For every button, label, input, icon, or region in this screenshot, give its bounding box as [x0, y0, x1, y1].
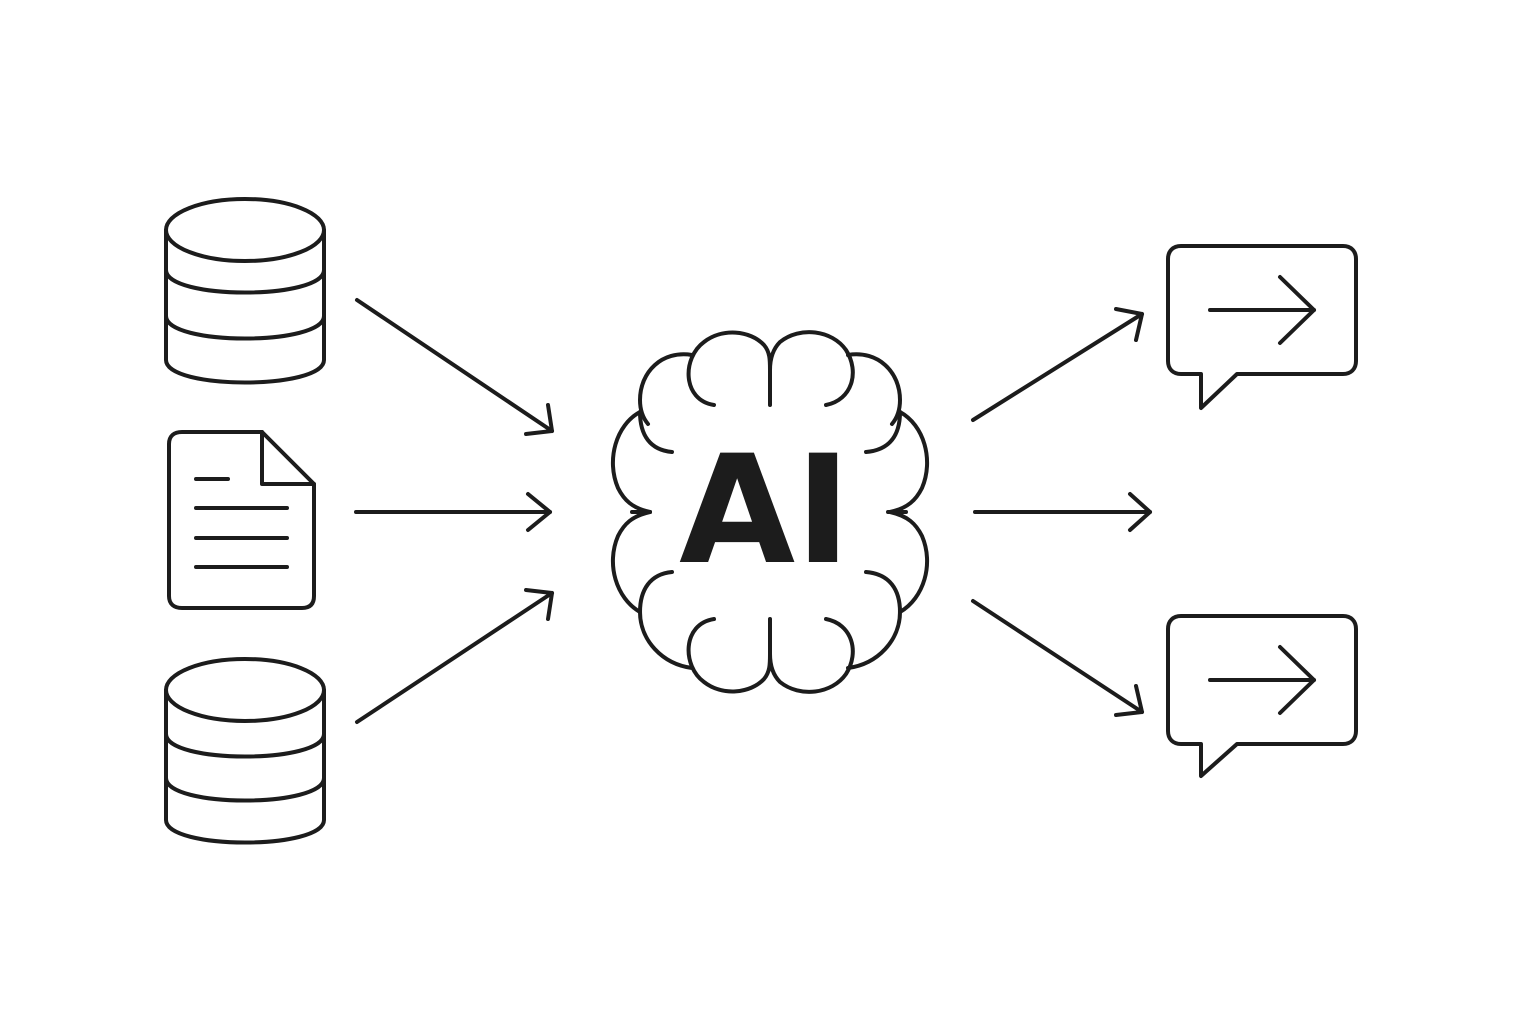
database-icon	[164, 197, 326, 385]
chat-bubble-arrow-icon	[1166, 244, 1358, 410]
database-icon	[164, 657, 326, 845]
arrow-icon	[971, 599, 1144, 717]
arrow-icon	[973, 492, 1152, 532]
document-icon	[167, 430, 316, 610]
brain-icon: AI	[610, 330, 930, 694]
arrow-icon	[355, 588, 554, 724]
ai-label: AI	[679, 424, 851, 598]
chat-bubble-arrow-icon	[1166, 614, 1358, 778]
arrow-icon	[355, 298, 554, 436]
arrow-icon	[354, 492, 552, 532]
arrow-icon	[971, 307, 1144, 422]
